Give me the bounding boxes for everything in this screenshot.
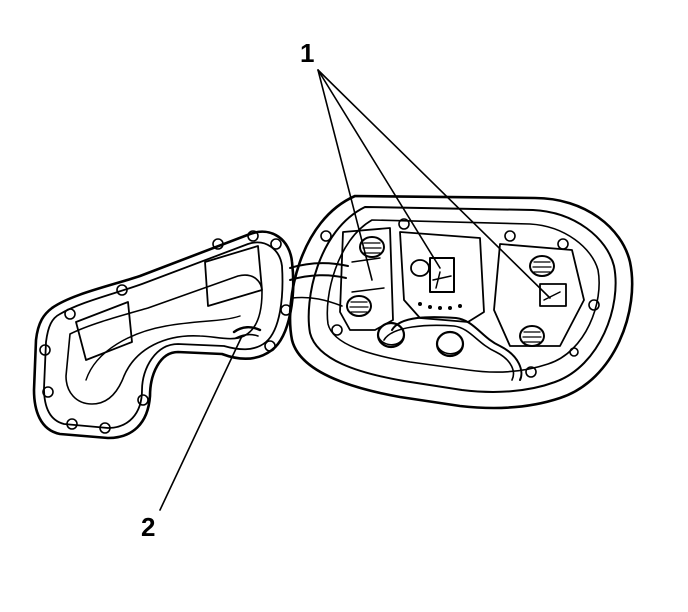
pump-right-upper [529,255,555,277]
leader-1b [317,69,441,269]
leader-lines [159,69,551,511]
center-dots [418,302,462,310]
cap-center [435,330,465,358]
leader-1a [317,69,373,281]
cover-bolts [39,230,292,434]
access-cover [32,230,295,440]
hoses [289,262,349,307]
leader-2 [159,335,243,511]
callout-1: 1 [300,38,315,68]
pump-right-lower [519,325,545,347]
pump-left-upper [359,236,385,258]
cap-left [376,321,406,349]
tank-housing [288,194,634,410]
pump-left-lower [346,295,372,317]
callout-2: 2 [141,512,156,542]
leader-1c [317,69,551,299]
